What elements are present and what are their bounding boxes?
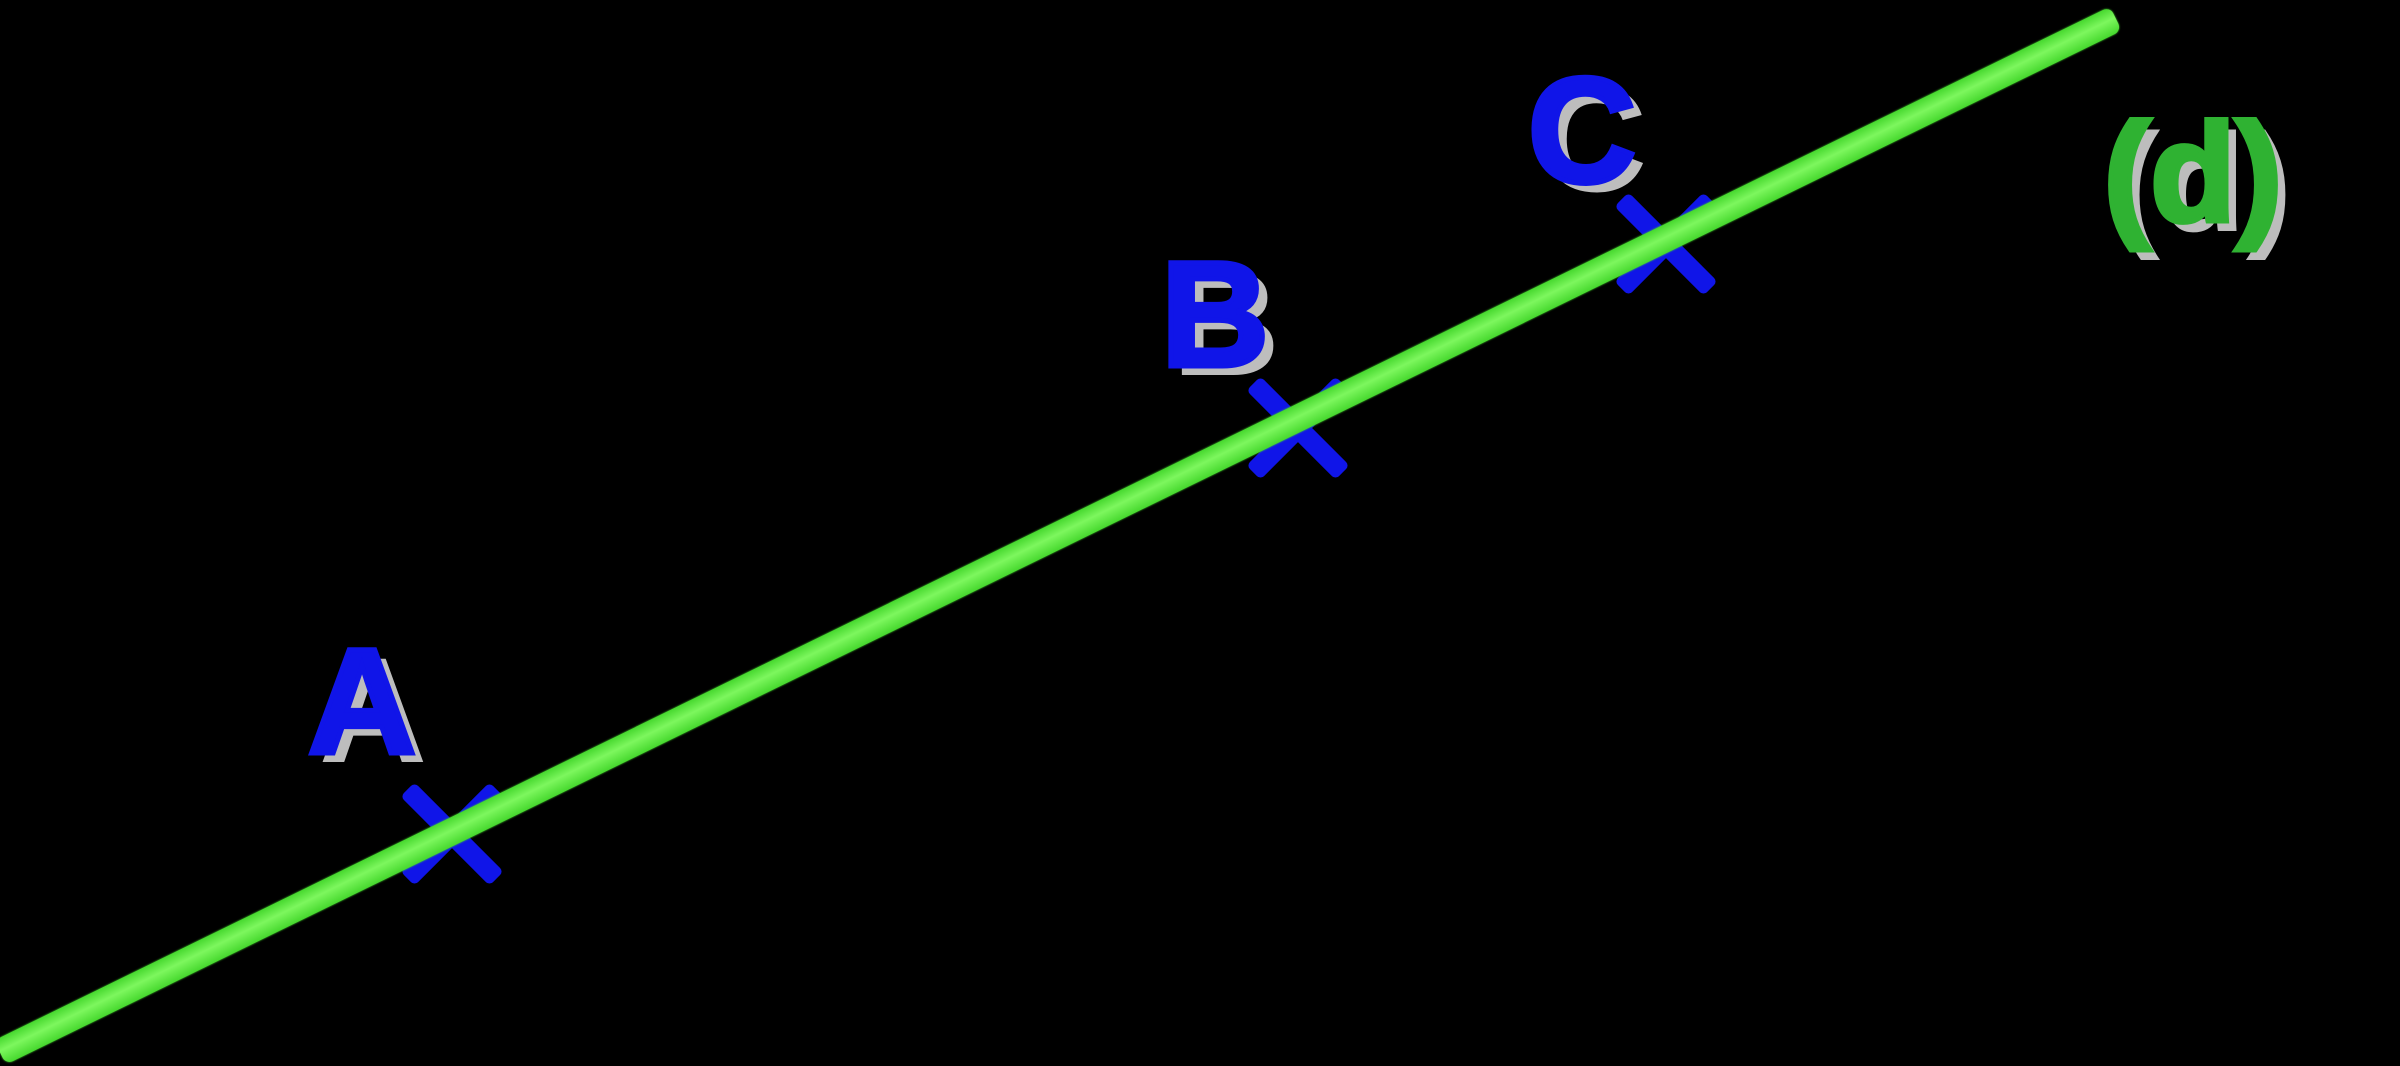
point-label-b: B xyxy=(1158,230,1271,398)
point-label-c: C xyxy=(1525,46,1638,214)
point-label-a: A xyxy=(305,617,418,785)
line-d xyxy=(0,5,2122,1065)
line-label-d: (d) xyxy=(2101,94,2285,251)
